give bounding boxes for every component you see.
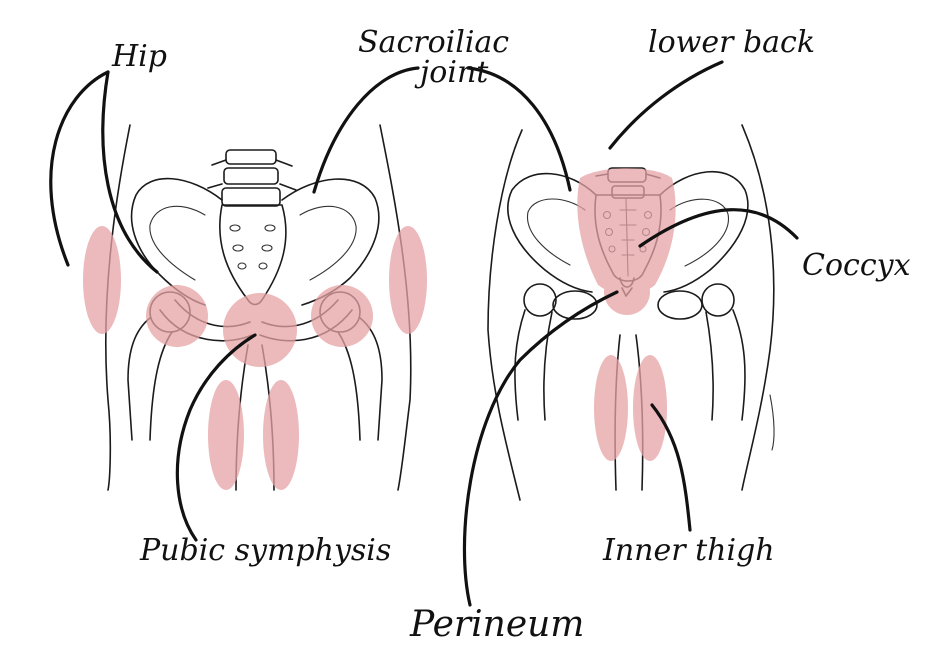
coccyx-label: Coccyx xyxy=(802,248,911,283)
coccyx-leader xyxy=(638,208,799,248)
back-body-outline-left xyxy=(487,129,523,501)
back-obturator-right xyxy=(657,290,703,320)
pubic-symphysis-leader xyxy=(175,333,257,542)
back-body-outline-right xyxy=(741,124,775,491)
inner-thigh-leader xyxy=(650,403,692,532)
pubic-symphysis-label: Pubic symphysis xyxy=(139,533,391,568)
sacroiliac-label-line2: joint xyxy=(414,55,489,90)
front-pain-zones xyxy=(83,226,427,490)
front-iliac-wing-right xyxy=(281,178,380,306)
hip-leader-inner xyxy=(101,70,159,274)
back-iliac-wing-left xyxy=(507,172,597,293)
lower-back-label: lower back xyxy=(648,25,815,60)
hip-leader-outer xyxy=(49,70,110,267)
pubic-symphysis-zone xyxy=(223,293,297,367)
back-obturator-left xyxy=(552,290,598,320)
back-pain-zones xyxy=(577,168,676,461)
labels: Hip Sacroiliac joint lower back Coccyx P… xyxy=(111,25,911,645)
front-hip-zone-left xyxy=(83,226,121,334)
perineum-label: Perineum xyxy=(409,604,584,645)
perineum-coccyx-zone xyxy=(604,269,650,315)
back-femur-right xyxy=(701,283,746,421)
back-pelvis-view xyxy=(487,124,775,501)
front-hip-joint-zone-left xyxy=(146,285,208,347)
sacroiliac-leader-front xyxy=(312,66,420,194)
front-body-outline-left xyxy=(104,124,131,491)
lower-back-leader xyxy=(608,60,724,150)
back-inner-thigh-zone-right xyxy=(633,355,667,461)
inner-thigh-label: Inner thigh xyxy=(602,533,775,568)
front-sacral-foramina xyxy=(229,224,276,270)
front-inner-thigh-zone-left xyxy=(208,380,244,490)
back-inner-thigh-zone-left xyxy=(594,355,628,461)
back-iliac-wing-right xyxy=(659,170,749,293)
back-femur-left xyxy=(514,283,557,421)
sacroiliac-label-line1: Sacroiliac xyxy=(358,25,509,60)
sacroiliac-lower-back-zone xyxy=(577,168,676,295)
front-inner-thigh-zone-right xyxy=(263,380,299,490)
leader-lines xyxy=(49,60,799,607)
sacroiliac-leader-back xyxy=(466,66,572,192)
front-body-outline-right xyxy=(379,124,412,491)
hip-label: Hip xyxy=(111,39,167,74)
front-pelvis-view xyxy=(83,124,427,491)
front-vertebrae xyxy=(207,149,297,207)
front-sacrum xyxy=(219,204,287,306)
front-hip-joint-zone-right xyxy=(311,285,373,347)
perineum-leader xyxy=(462,290,619,607)
front-hip-zone-right xyxy=(389,226,427,334)
